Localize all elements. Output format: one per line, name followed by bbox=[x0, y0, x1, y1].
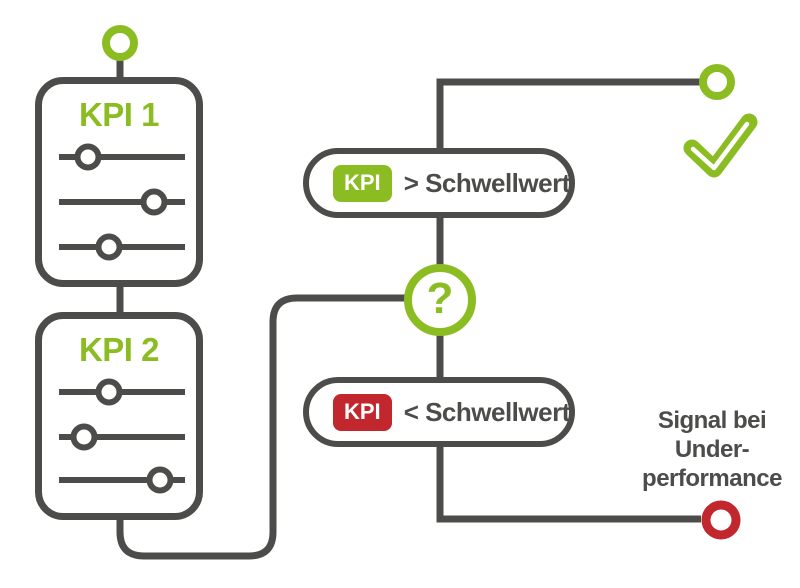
slider-icon[interactable] bbox=[57, 465, 187, 495]
connector-decision-to-success bbox=[436, 78, 700, 150]
slider-knob[interactable] bbox=[95, 233, 123, 261]
question-mark-icon: ? bbox=[426, 273, 454, 323]
slider-icon[interactable] bbox=[57, 422, 187, 452]
kpi2-title: KPI 2 bbox=[78, 331, 160, 368]
slider-icon[interactable] bbox=[57, 232, 187, 262]
start-node-icon bbox=[102, 25, 138, 61]
condition-below-text: < Schwellwert bbox=[403, 396, 571, 427]
underperformance-node-icon bbox=[701, 500, 741, 540]
slider-knob[interactable] bbox=[146, 466, 174, 494]
condition-above-text: > Schwellwert bbox=[403, 167, 571, 198]
condition-below-threshold: KPI < Schwellwert bbox=[303, 377, 575, 447]
signal-label: Signal bei Under- performance bbox=[627, 406, 797, 493]
signal-label-line1: Signal bei bbox=[657, 407, 767, 434]
kpi-badge-red: KPI bbox=[333, 393, 392, 431]
connector-condition-below-to-signal bbox=[436, 443, 701, 523]
kpi-badge-green: KPI bbox=[333, 164, 392, 202]
slider-icon[interactable] bbox=[57, 142, 187, 172]
signal-label-line2: Under- bbox=[674, 436, 750, 463]
slider-knob[interactable] bbox=[70, 423, 98, 451]
slider-knob[interactable] bbox=[95, 378, 123, 406]
signal-label-line3: performance bbox=[642, 465, 782, 492]
slider-icon[interactable] bbox=[57, 377, 187, 407]
kpi1-panel: KPI 1 bbox=[35, 77, 203, 287]
slider-knob[interactable] bbox=[74, 143, 102, 171]
condition-above-threshold: KPI > Schwellwert bbox=[303, 148, 575, 218]
connector-kpi2-to-decision bbox=[116, 294, 407, 560]
slider-icon[interactable] bbox=[57, 187, 187, 217]
kpi2-panel: KPI 2 bbox=[35, 312, 203, 520]
slider-knob[interactable] bbox=[140, 188, 168, 216]
checkmark-icon bbox=[683, 113, 758, 178]
decision-node: ? bbox=[404, 264, 476, 336]
kpi1-title: KPI 1 bbox=[78, 96, 160, 133]
success-node-icon bbox=[699, 64, 735, 100]
